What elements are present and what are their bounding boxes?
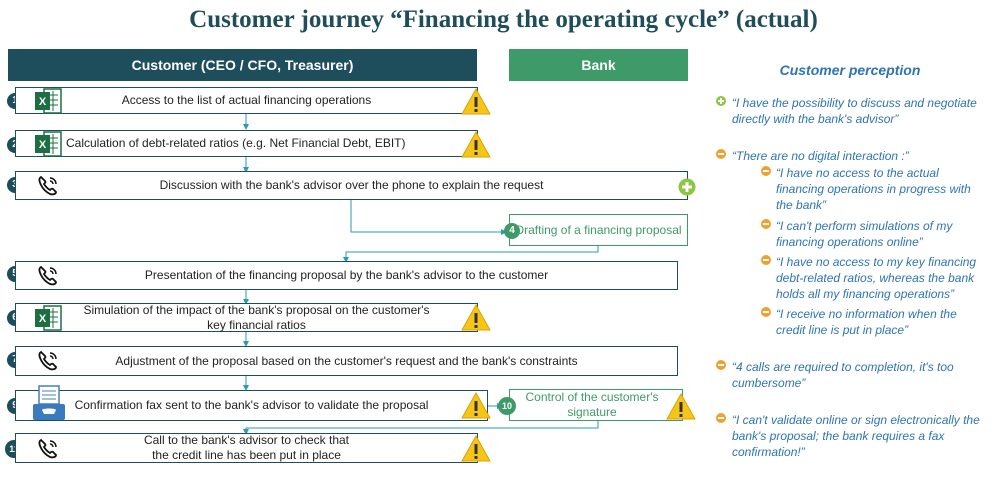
warning-icon (461, 88, 491, 115)
excel-icon: X (35, 305, 62, 331)
minus-bullet-icon (761, 219, 771, 229)
perception-item: “I have no access to the actual financin… (776, 166, 971, 212)
warning-icon (666, 393, 696, 420)
perception-item: “I can't validate online or sign electro… (732, 413, 980, 459)
svg-text:X: X (39, 96, 47, 108)
minus-bullet-icon (761, 307, 771, 317)
perception-item: “4 calls are required to completion, it'… (732, 360, 954, 390)
minus-bullet-icon (716, 413, 726, 423)
minus-bullet-icon (716, 360, 726, 370)
perception-item: “I have no access to my key financing de… (776, 255, 977, 301)
perception-item: “There are no digital interaction :” (732, 149, 909, 163)
customer-lane-header: Customer (CEO / CFO, Treasurer) (8, 49, 477, 81)
minus-bullet-icon (761, 166, 771, 176)
step-9-box: Confirmation fax sent to the bank's advi… (15, 390, 488, 421)
phone-icon (38, 265, 57, 286)
phone-icon (38, 350, 57, 371)
warning-icon (461, 435, 491, 462)
step-1-box: Access to the list of actual financing o… (15, 87, 478, 114)
perception-item: “I receive no information when the credi… (776, 307, 957, 337)
warning-icon (461, 392, 491, 419)
svg-text:X: X (39, 139, 47, 151)
phone-icon (38, 438, 57, 459)
step-2-box: Calculation of debt-related ratios (e.g.… (15, 130, 478, 157)
svg-text:X: X (39, 313, 47, 325)
perception-item: “I can't perform simulations of my finan… (776, 219, 953, 249)
step-6-box: Simulation of the impact of the bank's p… (15, 303, 478, 332)
excel-icon: X (35, 88, 62, 114)
perception-item: “I have the possibility to discuss and n… (732, 96, 977, 126)
step-10-box: Control of the customer's signature (509, 389, 683, 421)
warning-icon (461, 131, 491, 158)
plus-bullet-icon (716, 96, 726, 106)
step-10-number: 10 (498, 397, 516, 415)
step-5-box: Presentation of the financing proposal b… (15, 261, 678, 290)
phone-icon (38, 175, 57, 196)
excel-icon: X (35, 131, 62, 157)
step-3-box: Discussion with the bank's advisor over … (15, 171, 688, 200)
fax-icon (33, 385, 65, 420)
page-title: Customer journey “Financing the operatin… (189, 6, 818, 33)
minus-bullet-icon (716, 149, 726, 159)
step-11-box: Call to the bank's advisor to check that… (15, 433, 478, 463)
plus-icon (678, 178, 696, 196)
perception-title: Customer perception (779, 62, 921, 78)
minus-bullet-icon (761, 255, 771, 265)
step-4-number: 4 (504, 223, 520, 239)
step-7-box: Adjustment of the proposal based on the … (15, 346, 678, 376)
bank-lane-header: Bank (509, 49, 688, 81)
step-4-box: Drafting of a financing proposal (509, 214, 688, 246)
warning-icon (461, 304, 491, 331)
